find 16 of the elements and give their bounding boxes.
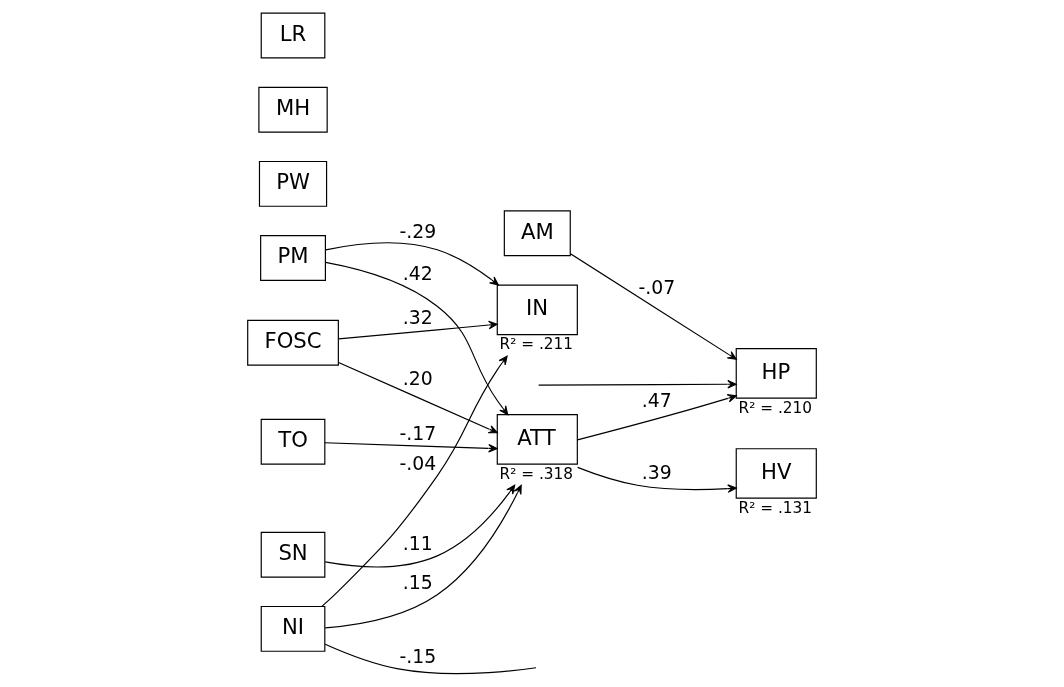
edge-label: .39 [641,462,672,484]
edge-label: -.17 [399,423,437,445]
node-label: R² = .210 [738,398,812,417]
edge-label: -.04 [399,452,437,474]
edge-label: .42 [402,263,433,285]
edge-label: .15 [402,571,433,593]
edge-label: -.07 [638,277,676,299]
edge-label: .47 [641,390,672,412]
edge-label: .32 [402,306,433,328]
node-label: R² = .211 [499,335,573,354]
node-label: R² = .318 [499,464,573,483]
edge-label: .20 [402,367,433,389]
edge-label: -.15 [399,645,437,667]
node-label: R² = .131 [738,498,812,517]
edge-label: .11 [402,532,433,554]
edge-label: -.29 [399,220,437,242]
